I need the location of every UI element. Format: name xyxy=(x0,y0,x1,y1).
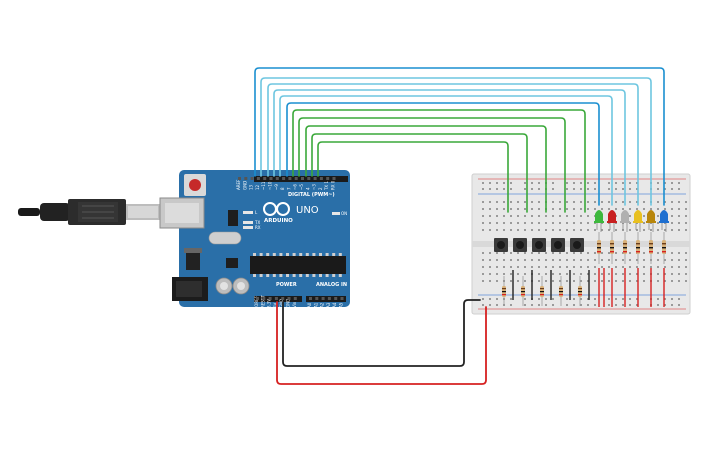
brand-label: ARDUINO xyxy=(264,218,293,224)
pin-label: 5V xyxy=(273,302,278,308)
crystal xyxy=(208,231,242,245)
wire xyxy=(311,133,528,213)
wire xyxy=(267,83,639,206)
led xyxy=(646,210,656,232)
pin-label: ~11 xyxy=(261,181,266,190)
resistor xyxy=(623,232,627,264)
pin-label: 8 xyxy=(280,187,285,190)
pin-label: IOREF xyxy=(254,295,259,308)
pin-label: ~5 xyxy=(299,184,304,190)
resistor xyxy=(610,232,614,264)
pin-label: A2 xyxy=(320,302,325,308)
resistor xyxy=(540,276,544,306)
pin-label: 12 xyxy=(255,184,260,190)
pin-label: 13 xyxy=(249,184,254,190)
resistor xyxy=(559,276,563,306)
pin-label: A1 xyxy=(313,302,318,308)
pin-label: 3.3V xyxy=(267,299,272,308)
wire xyxy=(254,67,665,206)
resistor xyxy=(578,276,582,306)
led-rx xyxy=(243,226,253,229)
rx-label: RX xyxy=(255,225,261,230)
on-label: ON xyxy=(341,211,347,216)
led xyxy=(620,210,630,232)
resistor xyxy=(662,232,666,264)
wires xyxy=(254,67,665,385)
push-button[interactable] xyxy=(532,238,546,252)
power-label: POWER xyxy=(276,282,297,288)
resistor xyxy=(521,276,525,306)
resistor xyxy=(636,232,640,264)
wire xyxy=(305,125,547,213)
push-button[interactable] xyxy=(570,238,584,252)
pin-label: ~6 xyxy=(293,184,298,190)
digital-label: DIGITAL (PWM~) xyxy=(288,192,335,198)
voltage-regulator xyxy=(186,252,200,270)
usb-cable xyxy=(18,199,160,225)
wire xyxy=(292,109,586,213)
push-button[interactable] xyxy=(494,238,508,252)
analog-header xyxy=(306,296,346,302)
led-l xyxy=(243,211,253,214)
pin-label: A0 xyxy=(307,302,312,308)
pin-label: ~3 xyxy=(312,184,317,190)
l-label: L xyxy=(255,210,258,215)
pin-label: A5 xyxy=(339,302,344,308)
led xyxy=(607,210,617,232)
pin-label: Vin xyxy=(292,301,297,308)
push-button[interactable] xyxy=(551,238,565,252)
wire xyxy=(276,301,487,385)
microcontroller-chip xyxy=(250,256,346,274)
resistor xyxy=(597,232,601,264)
reset-button-cap[interactable] xyxy=(189,179,201,191)
wire xyxy=(260,77,652,206)
led-tx xyxy=(243,221,253,224)
tx-label: TX xyxy=(254,220,260,225)
pin-label: GND xyxy=(242,181,247,190)
led xyxy=(659,210,669,232)
wire xyxy=(279,95,613,206)
pin-label: ~9 xyxy=(274,184,279,190)
pin-label: A4 xyxy=(332,302,337,308)
resistor xyxy=(502,276,506,306)
pin-label: TX 1 xyxy=(324,181,329,191)
push-button[interactable] xyxy=(513,238,527,252)
pin-label: A3 xyxy=(326,302,331,308)
wire xyxy=(298,117,566,213)
led xyxy=(633,210,643,232)
pin-label: AREF xyxy=(236,179,241,190)
pin-label: GND xyxy=(279,299,284,308)
led xyxy=(594,210,604,232)
pin-label: GND xyxy=(286,299,291,308)
pin-label: 7 xyxy=(286,187,291,190)
wire xyxy=(273,89,626,206)
analog-label: ANALOG IN xyxy=(316,282,347,288)
pin-label: RESET xyxy=(260,295,265,308)
wire xyxy=(286,102,600,206)
model-label: UNO xyxy=(296,205,319,216)
resistor xyxy=(649,232,653,264)
pin-label: 4 xyxy=(305,187,310,190)
wire xyxy=(317,141,509,213)
arduino-logo-icon xyxy=(263,202,290,216)
pin-label: ~10 xyxy=(268,181,273,190)
led-on xyxy=(332,212,340,215)
wire xyxy=(282,299,481,367)
power-header xyxy=(254,296,302,302)
pin-label: RX 0 xyxy=(331,180,336,190)
pin-label: 2 xyxy=(318,187,323,190)
